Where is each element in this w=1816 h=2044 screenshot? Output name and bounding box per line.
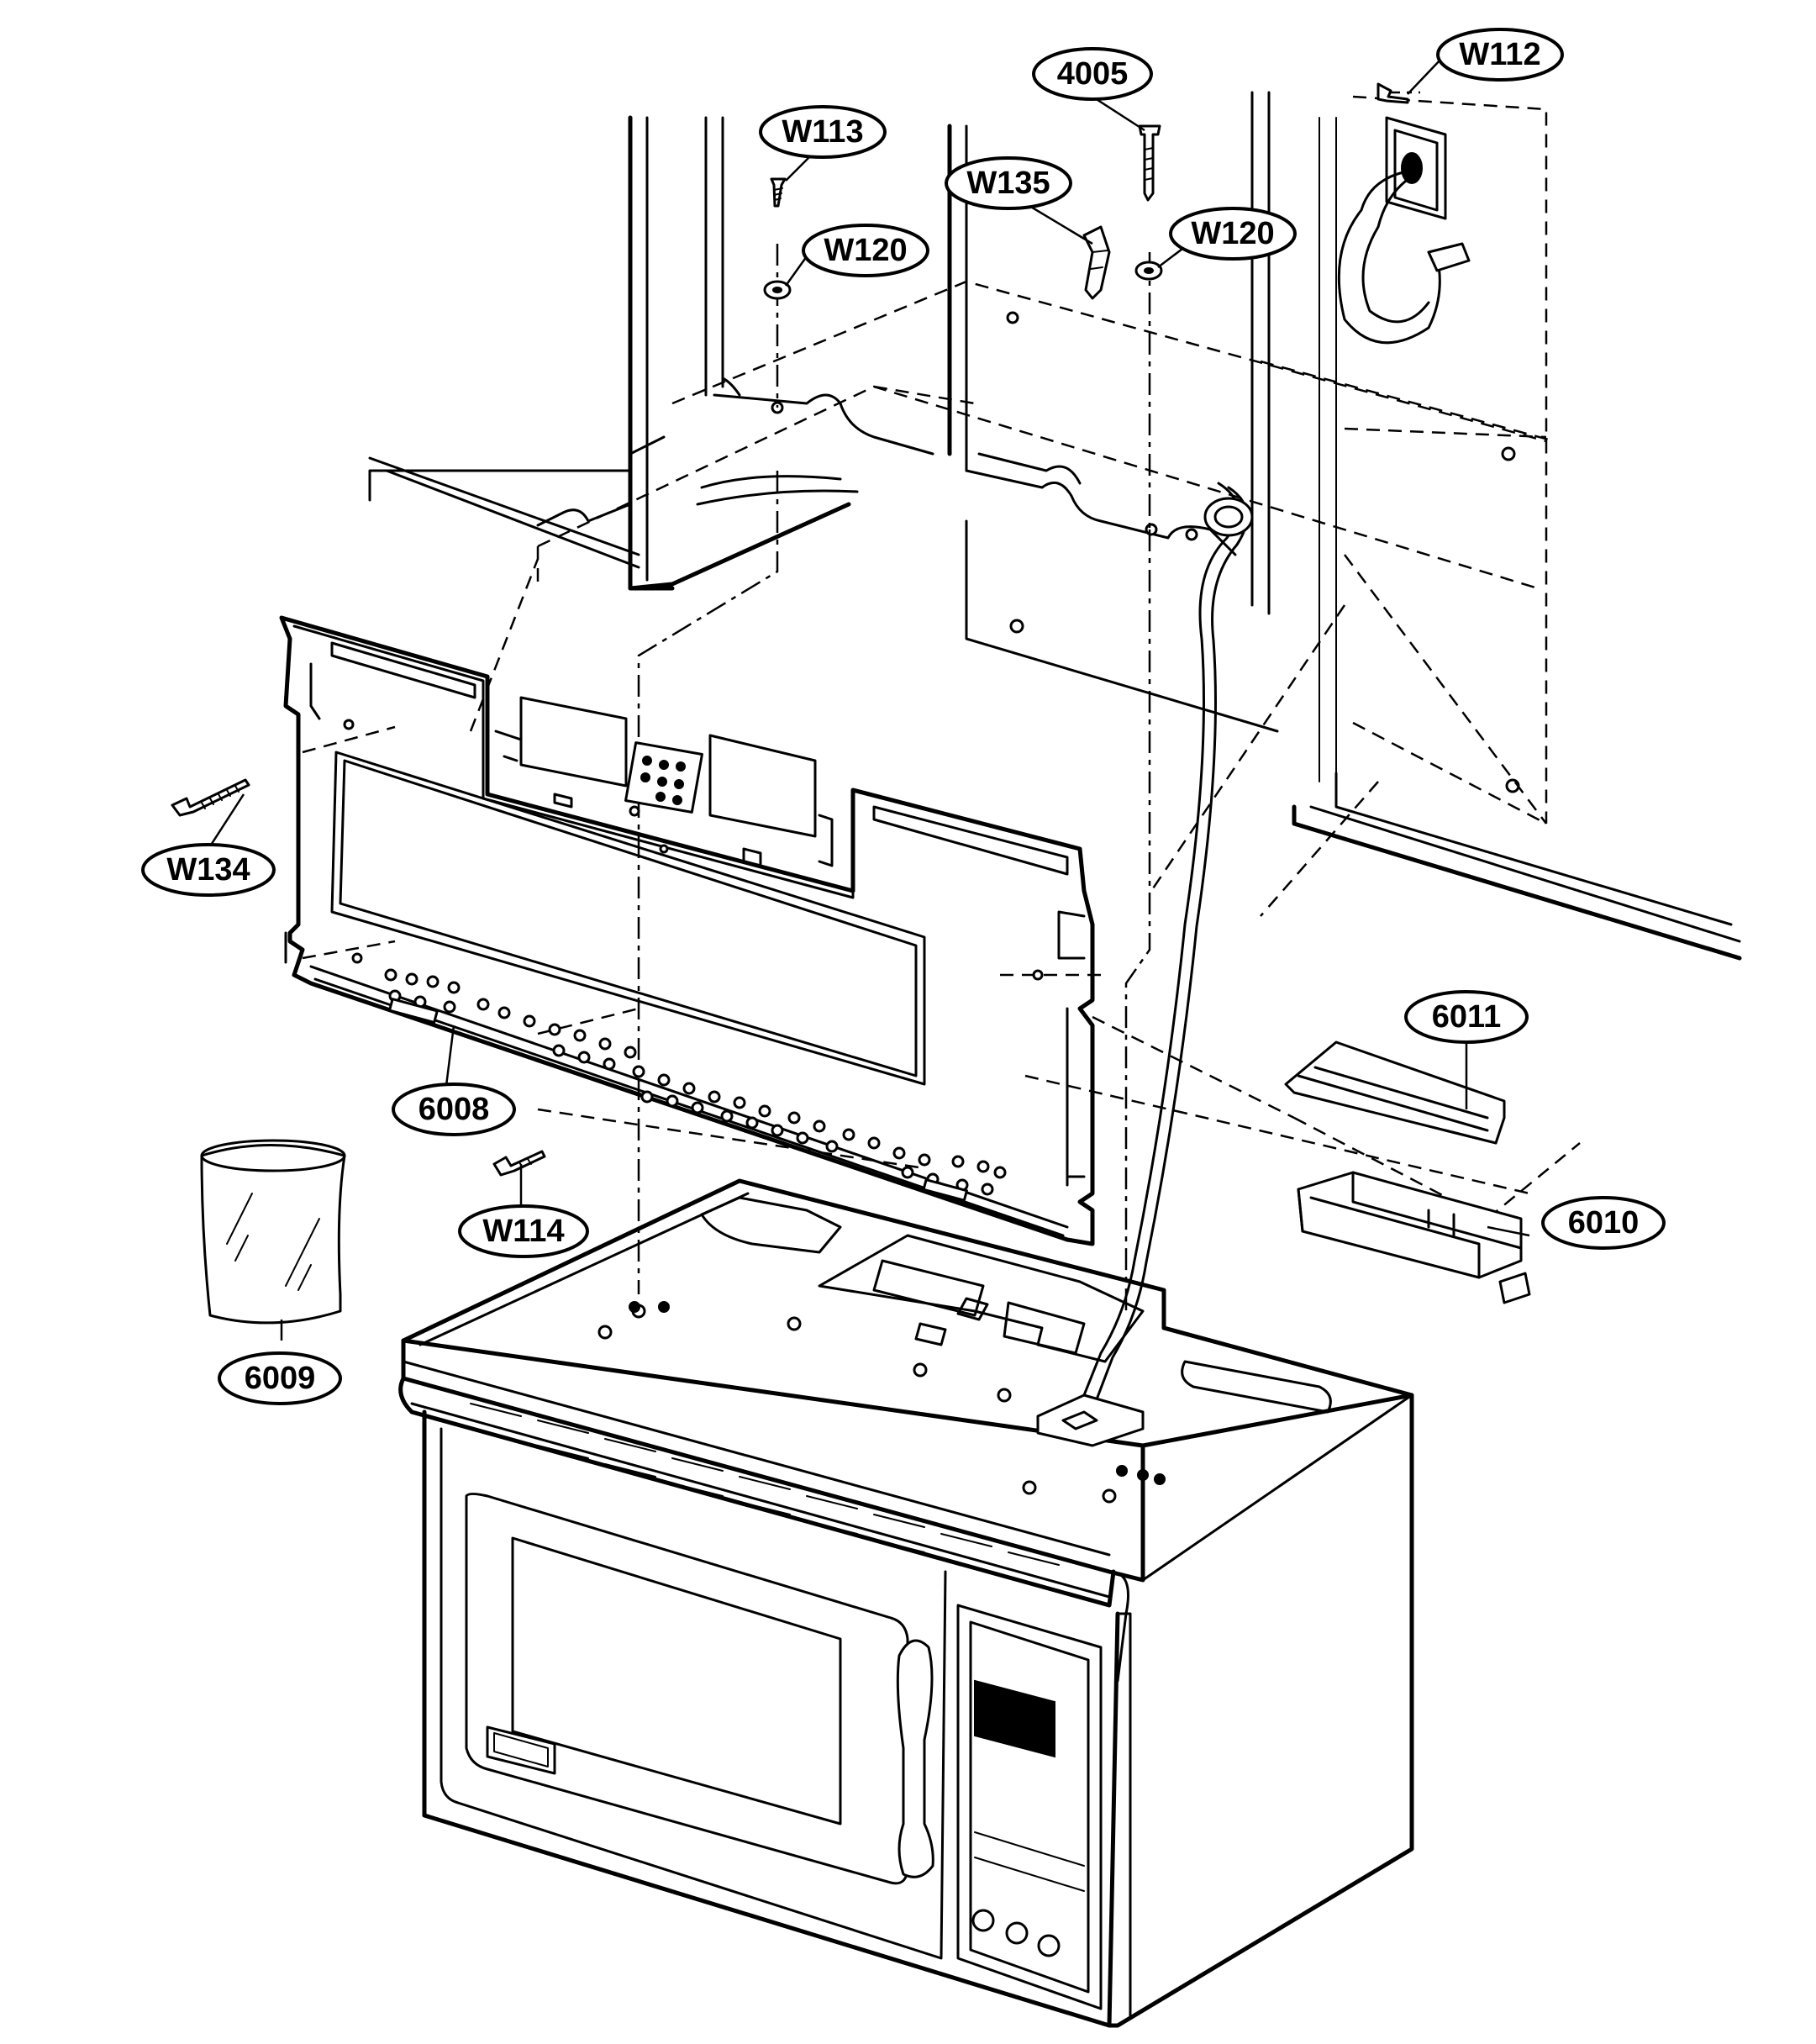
callout-label: 6010 <box>1568 1205 1640 1241</box>
mounting-plate <box>279 615 1095 1246</box>
vent-slots <box>470 1403 1060 1591</box>
callout-W120-right: W120 <box>1169 207 1297 261</box>
callout-label: W114 <box>482 1214 564 1249</box>
microwave-oven <box>398 1178 1414 2028</box>
callout-W135: W135 <box>945 156 1072 210</box>
callout-W113: W113 <box>759 105 887 159</box>
callout-label: 6011 <box>1432 999 1501 1035</box>
callout-W120-left: W120 <box>802 224 929 277</box>
callout-label: W120 <box>824 233 907 268</box>
mounting-guides <box>302 91 1581 1311</box>
callout-W114: W114 <box>458 1204 589 1258</box>
callout-4005: 4005 <box>1032 47 1153 101</box>
part-6011-grille <box>1284 1040 1506 1145</box>
callout-label: W112 <box>1459 37 1540 72</box>
callout-W134: W134 <box>141 843 276 897</box>
callout-leaders <box>207 58 1530 1341</box>
callout-W112: W112 <box>1436 28 1564 82</box>
callout-label: W135 <box>966 166 1050 201</box>
fasteners <box>171 82 1409 1177</box>
callout-6009: 6009 <box>218 1351 342 1405</box>
callout-label: W134 <box>166 852 250 888</box>
callout-label: 4005 <box>1057 56 1129 92</box>
callout-label: W113 <box>782 114 863 150</box>
callout-label: W120 <box>1191 216 1274 251</box>
callout-label: 6008 <box>418 1092 490 1127</box>
plate-hole-rows <box>384 968 1007 1196</box>
part-6010-bracket <box>1297 1171 1531 1304</box>
callout-6010: 6010 <box>1541 1196 1666 1250</box>
callout-6011: 6011 <box>1404 990 1529 1044</box>
outlet-and-cord <box>1082 116 1471 1401</box>
callout-6008: 6008 <box>392 1083 516 1136</box>
callout-label: 6009 <box>245 1361 316 1396</box>
part-6009-bag <box>200 1139 346 1325</box>
